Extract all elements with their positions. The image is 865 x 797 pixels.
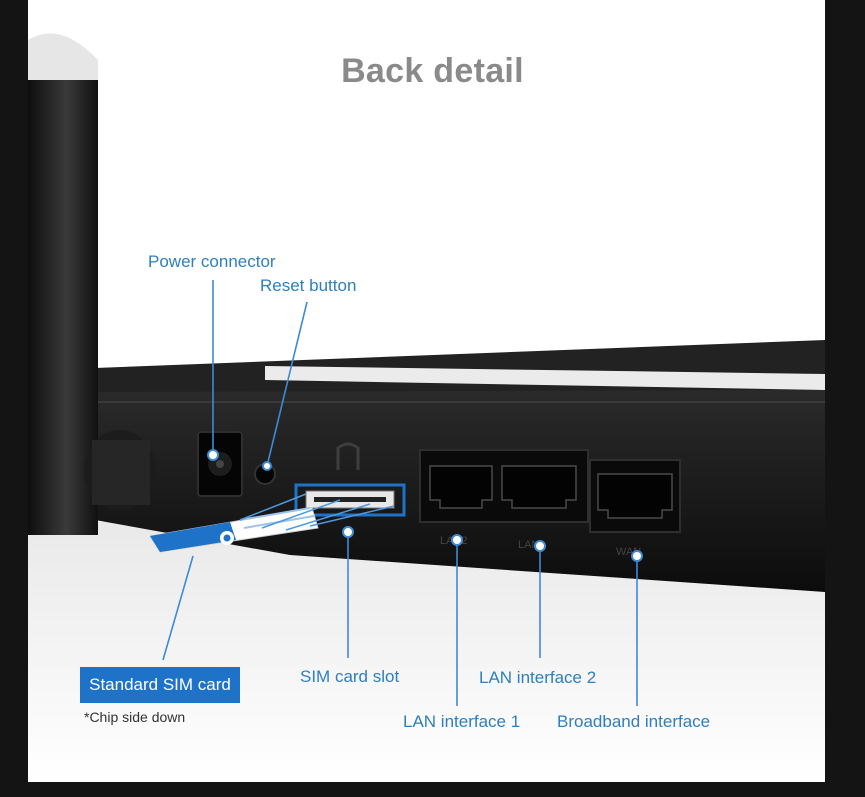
page-title: Back detail xyxy=(341,52,524,90)
callout-broadband-interface: Broadband interface xyxy=(557,712,711,731)
callout-reset-button: Reset button xyxy=(260,276,357,295)
callout-lan-interface-2: LAN interface 2 xyxy=(479,668,597,687)
wan-port xyxy=(597,473,673,519)
callout-power-connector: Power connector xyxy=(148,252,276,271)
floor-shadow xyxy=(28,520,825,782)
lan1-port xyxy=(501,465,577,509)
callout-lan-interface-1: LAN interface 1 xyxy=(403,712,521,731)
sim-card-note: *Chip side down xyxy=(84,709,186,725)
lan-wan-ports xyxy=(419,449,681,533)
lan2-port xyxy=(429,465,493,509)
callout-sim-card-slot: SIM card slot xyxy=(300,667,400,686)
power-jack xyxy=(197,431,243,497)
sim-slot-icon xyxy=(336,442,360,470)
leader-lines xyxy=(162,280,638,706)
sim-slot-highlight xyxy=(294,483,406,517)
router-antenna xyxy=(28,33,156,535)
leader-dots xyxy=(207,449,643,562)
sim-card-badge: Standard SIM card xyxy=(80,667,240,703)
sim-insert-guides xyxy=(239,493,395,531)
